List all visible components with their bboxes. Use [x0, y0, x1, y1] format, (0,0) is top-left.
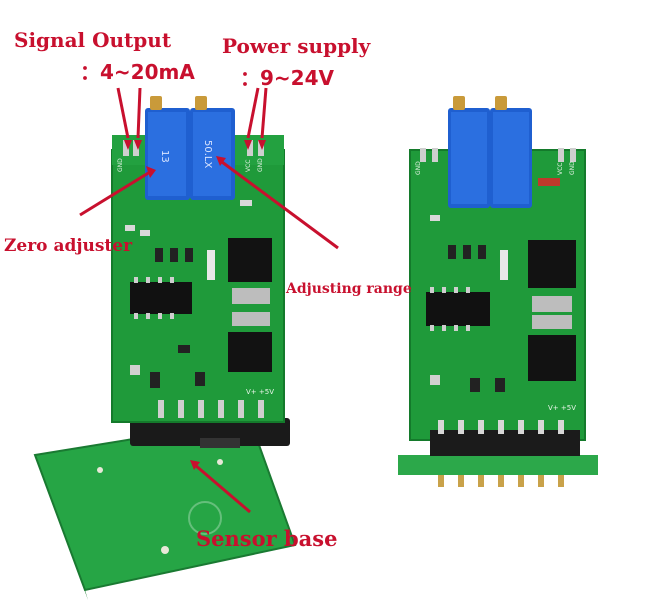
- svg-text:GND: GND: [569, 161, 576, 175]
- adjusting-range-label: Adjusting range: [286, 281, 412, 297]
- power-supply-value: ：9~24V: [240, 66, 334, 90]
- power-supply-title: Power supply: [222, 34, 371, 58]
- right-board: GND VCC GND V+ +5V: [398, 96, 598, 487]
- range-pot: 50.LX: [190, 96, 235, 200]
- svg-text:13: 13: [159, 150, 170, 163]
- svg-text:V+ +5V: V+ +5V: [246, 388, 274, 396]
- svg-text:VCC: VCC: [245, 160, 252, 172]
- svg-text:50.LX: 50.LX: [202, 140, 213, 168]
- left-board: GND VCC GND 13 50.LX: [33, 96, 297, 600]
- annotation-arrows: [79, 87, 339, 514]
- sensor-base-label: Sensor base: [196, 526, 338, 551]
- svg-text:GND: GND: [117, 158, 124, 172]
- svg-text:GND: GND: [257, 158, 264, 172]
- signal-output-title: Signal Output: [14, 28, 172, 52]
- zero-pot: 13: [145, 96, 190, 200]
- zero-adjuster-label: Zero adjuster: [4, 236, 133, 256]
- svg-text:VCC: VCC: [557, 163, 564, 175]
- svg-text:V+ +5V: V+ +5V: [548, 404, 576, 412]
- signal-output-value: ：4~20mA: [80, 60, 195, 84]
- svg-text:GND: GND: [415, 161, 422, 175]
